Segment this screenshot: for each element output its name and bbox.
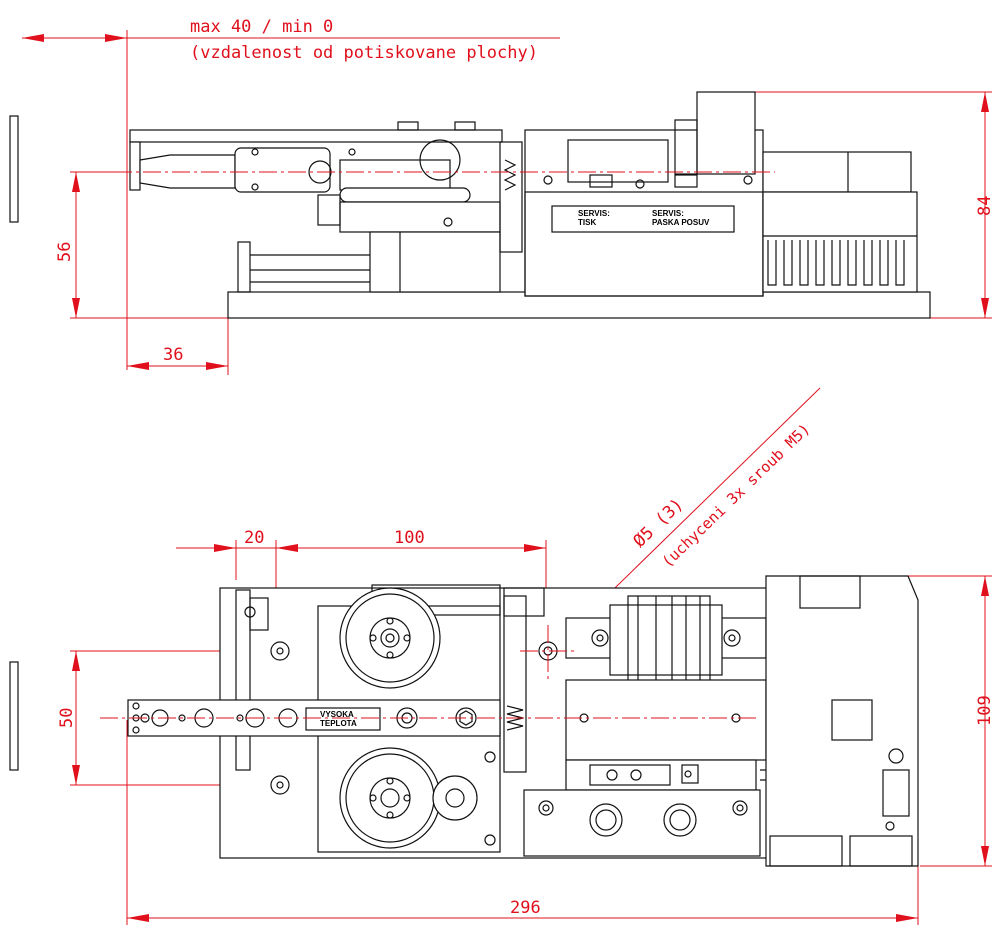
label-vysoka: VYSOKA [320,710,354,719]
label-servis-paska-2: PASKA POSUV [652,218,710,227]
dim-offset-bottom: 36 [163,345,183,365]
label-servis-tisk-1: SERVIS: [578,209,610,218]
dim-height-right: 84 [975,196,992,216]
label-servis-paska-1: SERVIS: [652,209,684,218]
dim-109: 109 [975,695,992,726]
dim-296: 296 [510,898,541,918]
substrate-plate-side [9,115,19,223]
dim-20: 20 [244,528,264,548]
dim-range-note: (vzdalenost od potiskovane plochy) [190,43,538,63]
side-view: max 40 / min 0 (vzdalenost od potiskovan… [9,17,992,375]
dim-hole-note: (uchyceni 3x sroub M5) [658,420,813,571]
dim-100: 100 [394,528,425,548]
dim-range-text: max 40 / min 0 [190,17,333,37]
top-view: 20 100 Ø5 (3) (uchyceni 3x sroub M5) 50 … [9,387,992,925]
dim-50: 50 [57,708,77,728]
label-teplota: TEPLOTA [320,719,357,728]
dim-height-left: 56 [55,242,75,262]
label-servis-tisk-2: TISK [578,218,596,227]
substrate-plate-top [9,661,19,771]
motor-box-top [765,575,919,867]
